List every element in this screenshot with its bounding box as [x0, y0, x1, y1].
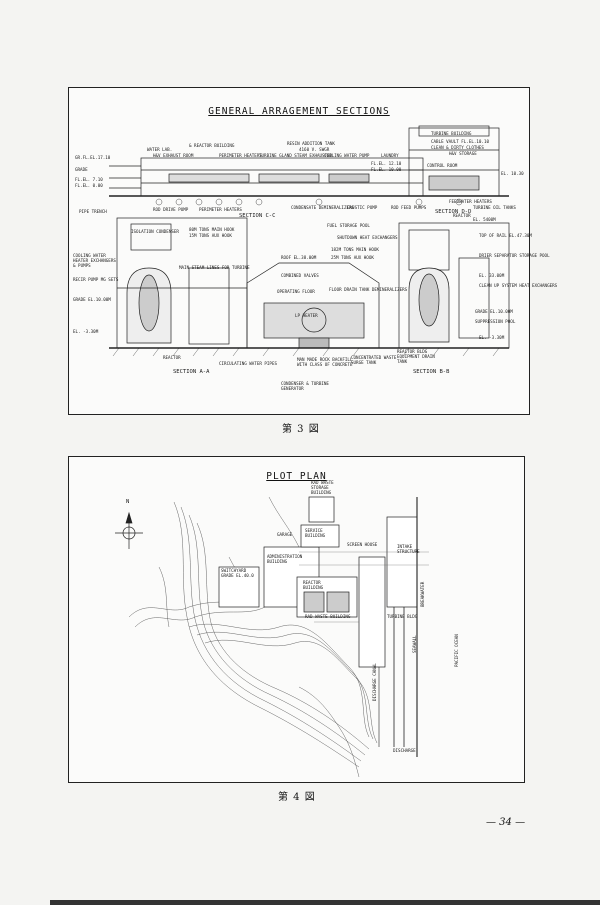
label-discharge-canal: DISCHARGE CANAL — [372, 663, 377, 701]
label-reactor-main: REACTOR — [163, 355, 181, 360]
label-el-5400: EL. 5400M — [473, 217, 496, 222]
label-gr-fl: GR.FL.EL.17.10 — [75, 155, 111, 160]
label-laundry: LAUNDRY — [381, 153, 399, 158]
label-rad-waste-bldg: RAD WASTE BUILDING — [305, 614, 351, 619]
label-section-aa: SECTION A-A — [173, 369, 210, 375]
label-reactor-bldg: REACTOR BUILDING — [303, 580, 324, 590]
label-cable-vault: CABLE VAULT FL.EL.10.10 — [431, 139, 489, 144]
label-grade-10: GRADE EL.10.00M — [73, 297, 111, 302]
label-el-neg-330: EL. -3.30M — [73, 329, 99, 334]
label-el-3300: EL. 33.00M — [479, 273, 505, 278]
switchyard-outline — [218, 566, 260, 608]
label-section-dd: SECTION D-D — [435, 209, 472, 215]
label-aux-hook-25: 25M TONS AUX HOOK — [331, 255, 374, 260]
label-pipe-trench: PIPE TRENCH — [79, 209, 107, 214]
label-man-made-rock: MAN MADE ROCK BACKFILL WITH CLASS OF CON… — [297, 357, 353, 367]
label-hv-storage: H&V STORAGE — [449, 151, 477, 156]
label-floor-drain: FLOOR DRAIN TANK DEMINERALIZERS — [329, 287, 408, 292]
label-drier-sep: DRIER SEPARATOR STORAGE POOL — [479, 253, 550, 258]
label-turbine-building: TURBINE BUILDING — [431, 131, 472, 136]
label-top-of-rail: TOP OF RAIL EL.47.30M — [479, 233, 532, 238]
label-cooling-water-exchangers: COOLING WATER HEATER EXCHANGERS & PUMPS — [73, 253, 116, 268]
label-hv-exhaust-room: H&V EXHAUST ROOM — [153, 153, 194, 158]
label-main-hook: 80M TONS MAIN HOOK — [189, 227, 235, 232]
label-isolation-condenser: ISOLATION CONDENSER — [131, 229, 179, 234]
label-fl-el-4: FL.EL. 10.00 — [371, 167, 402, 172]
intake-outline — [386, 516, 418, 608]
label-condenser-generator: CONDENSER & TURBINE GENERATOR — [281, 381, 329, 391]
turbine-bldg-outline — [358, 556, 386, 668]
figure-3-drawing: GENERAL ARRAGEMENT SECTIONS — [68, 87, 557, 415]
label-grade-1000: GRADE EL.10.00M — [475, 309, 513, 314]
figure-4-title: PLOT PLAN — [266, 471, 327, 482]
label-clean-up: CLEAN UP SYSTEM HEAT EXCHANGERS — [479, 283, 558, 288]
label-clean-dirty: CLEAN & DIRTY CLOTHES — [431, 145, 484, 150]
label-section-cc: SECTION C-C — [239, 213, 276, 219]
figure-4-caption: 第 4 図 — [278, 792, 316, 803]
north-arrow-icon — [115, 511, 143, 549]
label-fl-el-2: FL.EL. 0.00 — [75, 183, 103, 188]
label-main-steam: MAIN STEAM LINES FOR TURBINE — [179, 265, 250, 270]
label-water-lab: WATER LAB. — [147, 147, 173, 152]
figure-4-drawing: PLOT PLAN — [68, 456, 525, 783]
label-cooling-water-pump: COOLING WATER PUMP — [324, 153, 370, 158]
label-fl-el-3: FL.EL. 12.10 — [371, 161, 402, 166]
label-rod-feed-pump: ROD FEED PUMPS — [391, 205, 427, 210]
label-caustic-pump: CAUSTIC PUMP — [347, 205, 378, 210]
label-recirc-pump: RECIR PUMP MG SETS — [73, 277, 119, 282]
rad-waste-storage-outline — [308, 496, 335, 523]
label-rad-waste: RAD WASTE STORAGE BUILDING — [311, 480, 334, 495]
label-screening: SCREEN HOUSE — [347, 542, 378, 547]
label-service-building: SERVICE BUILDING — [305, 528, 326, 538]
label-resin-addition-tank: RESIN ADDITION TANK — [287, 141, 335, 146]
label-fl-el-1: FL.EL. 7.10 — [75, 177, 103, 182]
figure-3-caption: 第 3 図 — [282, 424, 320, 435]
label-feedwater-heaters: FEEDWATER HEATERS — [449, 199, 492, 204]
label-roof-el: ROOF EL.38.00M — [281, 255, 317, 260]
label-el-1030: EL. 10.30 — [501, 171, 524, 176]
label-operating-floor: OPERATING FLOOR — [277, 289, 315, 294]
label-turbine-oil-tanks: TURBINE OIL TANKS — [473, 205, 516, 210]
label-garage: GARAGE — [277, 532, 293, 537]
label-pacific-ocean: PACIFIC OCEAN — [454, 634, 459, 667]
label-el-neg-330b: EL. -3.30M — [479, 335, 505, 340]
plot-plan-drawing — [115, 496, 429, 778]
label-4160-swgr: 4160 V. SWGR — [299, 147, 330, 152]
label-breakwater: BREAKWATER — [420, 581, 425, 607]
label-perimeter-heaters: PERIMETER HEATERS — [199, 207, 242, 212]
label-control-room: CONTROL ROOM — [427, 163, 458, 168]
label-reactor-bldg-drain: REACTOR BLDG EQUIPMENT DRAIN TANK — [397, 349, 435, 364]
label-aux-hook: 15M TONS AUX HOOK — [189, 233, 232, 238]
label-shutdown-heat: SHUTDOWN HEAT EXCHANGERS — [337, 235, 398, 240]
label-reactor-building: & REACTOR BUILDING — [189, 143, 235, 148]
label-turbine-gland: TURBINE GLAND STEAM EXHAUSTER — [259, 153, 333, 158]
label-grade: GRADE — [75, 167, 88, 172]
label-concentrated-waste: CONCENTRATED WASTE SURGE TANK — [351, 355, 397, 365]
section-drawings — [109, 125, 510, 357]
label-main-hook-182: 182M TONS MAIN HOOK — [331, 247, 379, 252]
label-reactor-small: REACTOR — [453, 213, 471, 218]
label-administration: ADMINISTRATION BUILDING — [267, 554, 303, 564]
page-number: — 34 — — [486, 817, 526, 828]
scan-edge-divider — [50, 900, 600, 905]
label-discharge: DISCHARGE — [393, 748, 416, 753]
label-condensate-demin: CONDENSATE DEMINERALIZERS — [291, 205, 355, 210]
service-building-outline — [300, 524, 340, 548]
label-section-bb: SECTION B-B — [413, 369, 450, 375]
label-north: N — [126, 499, 130, 505]
label-suppression-pool: SUPPRESSION POOL — [475, 319, 516, 324]
figure-3-title: GENERAL ARRAGEMENT SECTIONS — [208, 106, 390, 117]
label-perimeter-heaters-top: PERIMETER HEATERS — [219, 153, 262, 158]
label-circulating-water-pipes: CIRCULATING WATER PIPES — [219, 361, 277, 366]
label-combined-valves: COMBINED VALVES — [281, 273, 319, 278]
label-rod-drive-pump: ROD DRIVE PUMP — [153, 207, 189, 212]
label-lp-heater: LP HEATER — [295, 313, 318, 318]
label-turbine-bldg: TURBINE BLDG — [387, 614, 418, 619]
label-intake-structure: INTAKE STRUCTURE — [397, 544, 420, 554]
terrain-contours — [128, 496, 378, 778]
label-switchyard: SWITCHYARD GRADE EL.40.0 — [221, 568, 254, 578]
label-fuel-storage-pool: FUEL STORAGE POOL — [327, 223, 370, 228]
label-seawall: SEAWALL — [412, 635, 417, 653]
